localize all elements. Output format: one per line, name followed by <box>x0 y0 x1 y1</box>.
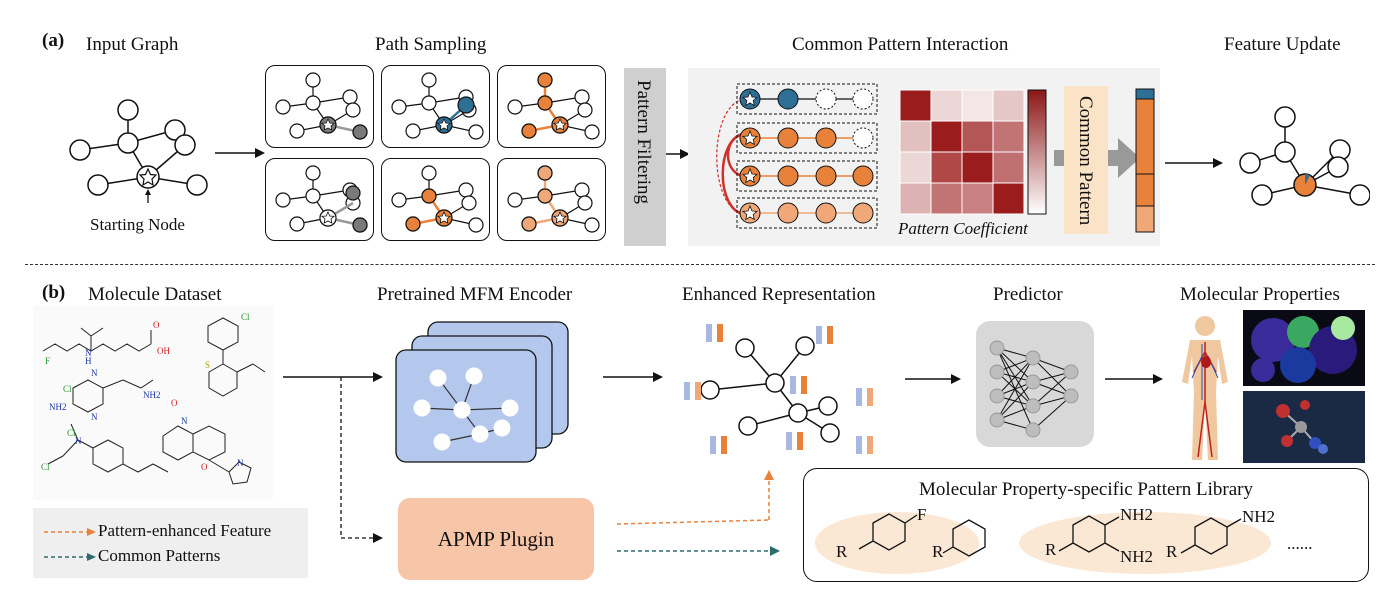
svg-text:O: O <box>201 462 208 472</box>
lib-mol-2-r: R <box>932 542 944 561</box>
lib-mol-3-sub: NH2 <box>1120 505 1154 524</box>
arrow-filter-to-interaction <box>666 149 690 159</box>
arrow-input-to-sampling <box>215 148 265 158</box>
molecular-properties-title: Molecular Properties <box>1180 284 1340 305</box>
pattern-coefficient-label: Pattern Coefficient <box>898 219 1028 238</box>
lib-mol-3-sub2: NH2 <box>1120 547 1154 566</box>
svg-text:NH2: NH2 <box>49 402 67 412</box>
arrows-dataset <box>283 372 383 543</box>
encoder-stack <box>395 321 569 463</box>
part-b-tag: (b) <box>42 282 66 303</box>
arrow-encoder-to-representation <box>603 372 663 382</box>
svg-text:N: N <box>91 412 98 422</box>
input-graph-title: Input Graph <box>86 34 179 55</box>
svg-text:Cl: Cl <box>41 462 50 472</box>
common-pattern-label: Common Pattern <box>1075 96 1096 226</box>
svg-text:N: N <box>75 436 82 446</box>
svg-text:O: O <box>153 320 160 330</box>
encoder-title: Pretrained MFM Encoder <box>377 284 573 305</box>
legend-lines <box>44 528 96 561</box>
enhanced-representation-graph <box>684 324 873 454</box>
legend-pattern-enhanced: Pattern-enhanced Feature <box>98 521 272 540</box>
apmp-plugin-label: APMP Plugin <box>437 527 555 551</box>
legend-common-patterns: Common Patterns <box>98 546 221 565</box>
section-divider <box>25 264 1375 265</box>
protein-surface-image <box>1243 310 1365 386</box>
svg-text:N: N <box>91 368 98 378</box>
lib-mol-1-r: R <box>836 542 848 561</box>
arrow-representation-to-predictor <box>905 374 961 384</box>
svg-text:O: O <box>171 398 178 408</box>
mol-label-f: F <box>45 356 50 366</box>
feature-update-graph <box>1239 106 1370 206</box>
arrow-to-feature-update <box>1165 158 1223 168</box>
predictor-network <box>976 321 1094 447</box>
lib-mol-4-sub: NH2 <box>1242 507 1276 526</box>
svg-text:Cl: Cl <box>67 428 76 438</box>
feature-update-title: Feature Update <box>1224 34 1341 55</box>
predictor-title: Predictor <box>993 284 1063 305</box>
pattern-library-title: Molecular Property-specific Pattern Libr… <box>919 479 1253 500</box>
svg-text:NH2: NH2 <box>143 390 161 400</box>
pattern-library-molecules <box>815 512 1271 574</box>
svg-text:H: H <box>85 356 92 366</box>
interaction-diagram <box>716 83 1140 229</box>
lib-mol-3-r: R <box>1045 540 1057 559</box>
svg-text:Cl: Cl <box>241 312 250 322</box>
feature-bar <box>1135 88 1155 233</box>
svg-text:Cl: Cl <box>63 384 72 394</box>
common-pattern-interaction-title: Common Pattern Interaction <box>792 34 1009 55</box>
legend-panel <box>33 508 308 578</box>
apmp-plugin-box <box>398 498 594 580</box>
svg-text:N: N <box>237 458 244 468</box>
molecule-3d-image <box>1243 391 1365 463</box>
enhanced-representation-title: Enhanced Representation <box>682 284 876 305</box>
svg-text:S: S <box>205 360 210 370</box>
lib-mol-4-r: R <box>1166 542 1178 561</box>
pattern-filtering-bar <box>624 68 666 246</box>
pattern-filtering-label: Pattern Filtering <box>633 80 654 205</box>
library-ellipsis: ...... <box>1287 534 1313 553</box>
common-pattern-box <box>1064 86 1108 234</box>
input-graph <box>69 99 208 203</box>
svg-text:N: N <box>181 416 188 426</box>
path-sampling-title: Path Sampling <box>375 34 487 55</box>
lib-mol-1-sub: F <box>917 505 927 524</box>
svg-text:OH: OH <box>157 346 170 356</box>
starting-node-label: Starting Node <box>90 215 185 234</box>
arrow-predictor-to-properties <box>1105 374 1163 384</box>
human-body-image <box>1182 316 1228 460</box>
molecule-dataset-title: Molecule Dataset <box>88 284 222 305</box>
part-a-tag: (a) <box>42 30 65 51</box>
svg-text:N: N <box>85 348 92 358</box>
plugin-arrows <box>616 470 780 556</box>
sample-graphs <box>275 72 600 233</box>
